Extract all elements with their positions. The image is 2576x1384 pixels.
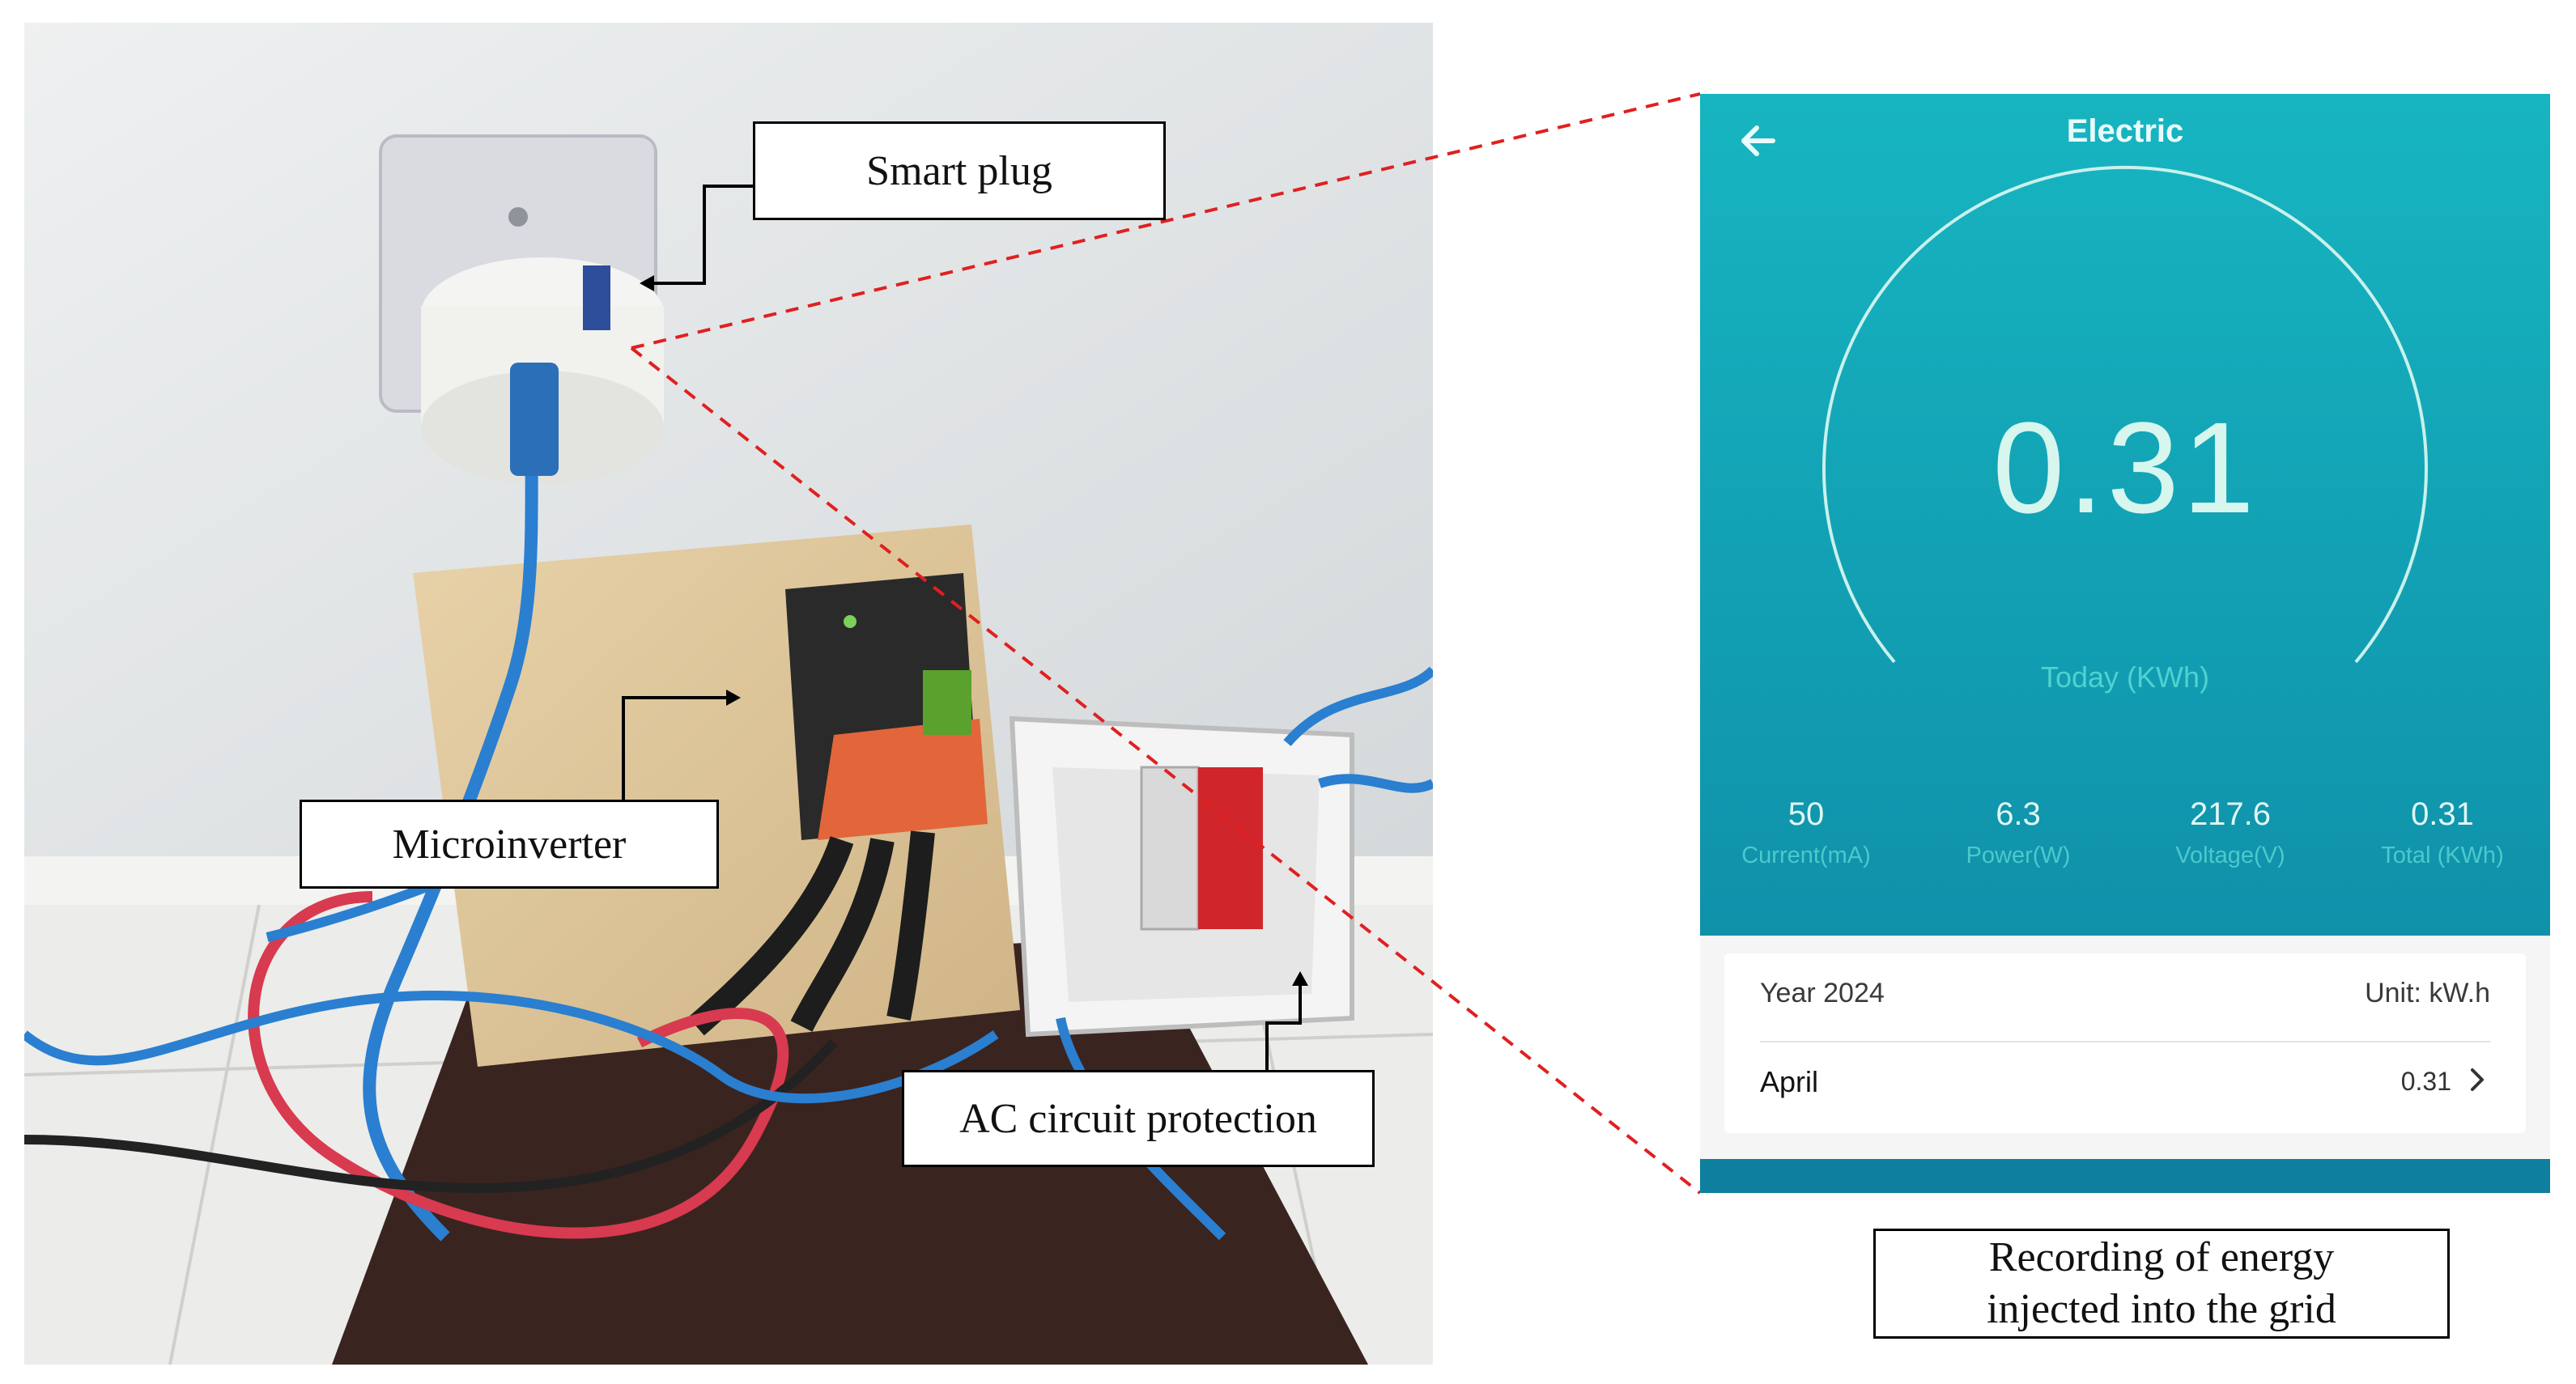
year-label: Year 2024	[1760, 978, 1885, 1008]
recording-label: Recording of energy injected into the gr…	[1873, 1229, 2450, 1339]
app-screenshot: Electric 0.31 Today (KWh) 50 Current(mA)…	[1700, 94, 2550, 1193]
arrow-left-icon[interactable]	[1728, 108, 1792, 173]
stat-power: 6.3 Power(W)	[1912, 796, 2124, 869]
chevron-right-icon	[2471, 1068, 2484, 1091]
recording-label-line1: Recording of energy	[1988, 1234, 2335, 1280]
gauge-arc	[1822, 165, 2428, 664]
stat-value: 6.3	[1996, 796, 2041, 832]
app-title: Electric	[2066, 113, 2184, 149]
stat-label: Total (KWh)	[2381, 843, 2504, 868]
divider	[1760, 1041, 2490, 1042]
stat-value: 50	[1787, 796, 1825, 832]
today-energy-label: Today (KWh)	[2040, 660, 2210, 694]
stat-value: 217.6	[2189, 796, 2272, 832]
microinverter-arrowhead	[726, 690, 741, 706]
dashed-link-top	[631, 92, 1701, 350]
month-row[interactable]: April 0.31	[1724, 1044, 2526, 1133]
microinverter-connector	[622, 696, 733, 801]
stat-label: Current(mA)	[1741, 843, 1871, 868]
stat-label: Voltage(V)	[2175, 843, 2285, 868]
month-value: 0.31	[2400, 1067, 2451, 1096]
dashed-link-bottom	[630, 346, 1702, 1195]
energy-panel: Electric 0.31 Today (KWh) 50 Current(mA)…	[1700, 94, 2550, 936]
recording-label-line2: injected into the grid	[1987, 1286, 2336, 1332]
installation-photo	[24, 23, 1433, 1365]
unit-label: Unit: kW.h	[2365, 978, 2490, 1008]
stat-value: 0.31	[2411, 796, 2474, 832]
ac-protection-label: AC circuit protection	[902, 1070, 1375, 1167]
smart-plug-connector	[644, 185, 755, 285]
microinverter-label: Microinverter	[300, 800, 719, 889]
ac-protection-connector	[1265, 979, 1302, 1072]
smart-plug-arrowhead	[640, 275, 654, 291]
today-energy-value: 0.31	[1992, 395, 2258, 540]
stat-voltage: 217.6 Voltage(V)	[2124, 796, 2336, 869]
ac-protection-arrowhead	[1292, 971, 1308, 986]
month-label: April	[1760, 1065, 1819, 1098]
stat-total: 0.31 Total (KWh)	[2336, 796, 2548, 869]
bottom-bar	[1700, 1159, 2550, 1193]
stat-current: 50 Current(mA)	[1700, 796, 1912, 869]
smart-plug-label: Smart plug	[753, 121, 1166, 220]
stat-label: Power(W)	[1966, 843, 2071, 868]
history-card: Year 2024 Unit: kW.h April 0.31	[1724, 953, 2526, 1133]
